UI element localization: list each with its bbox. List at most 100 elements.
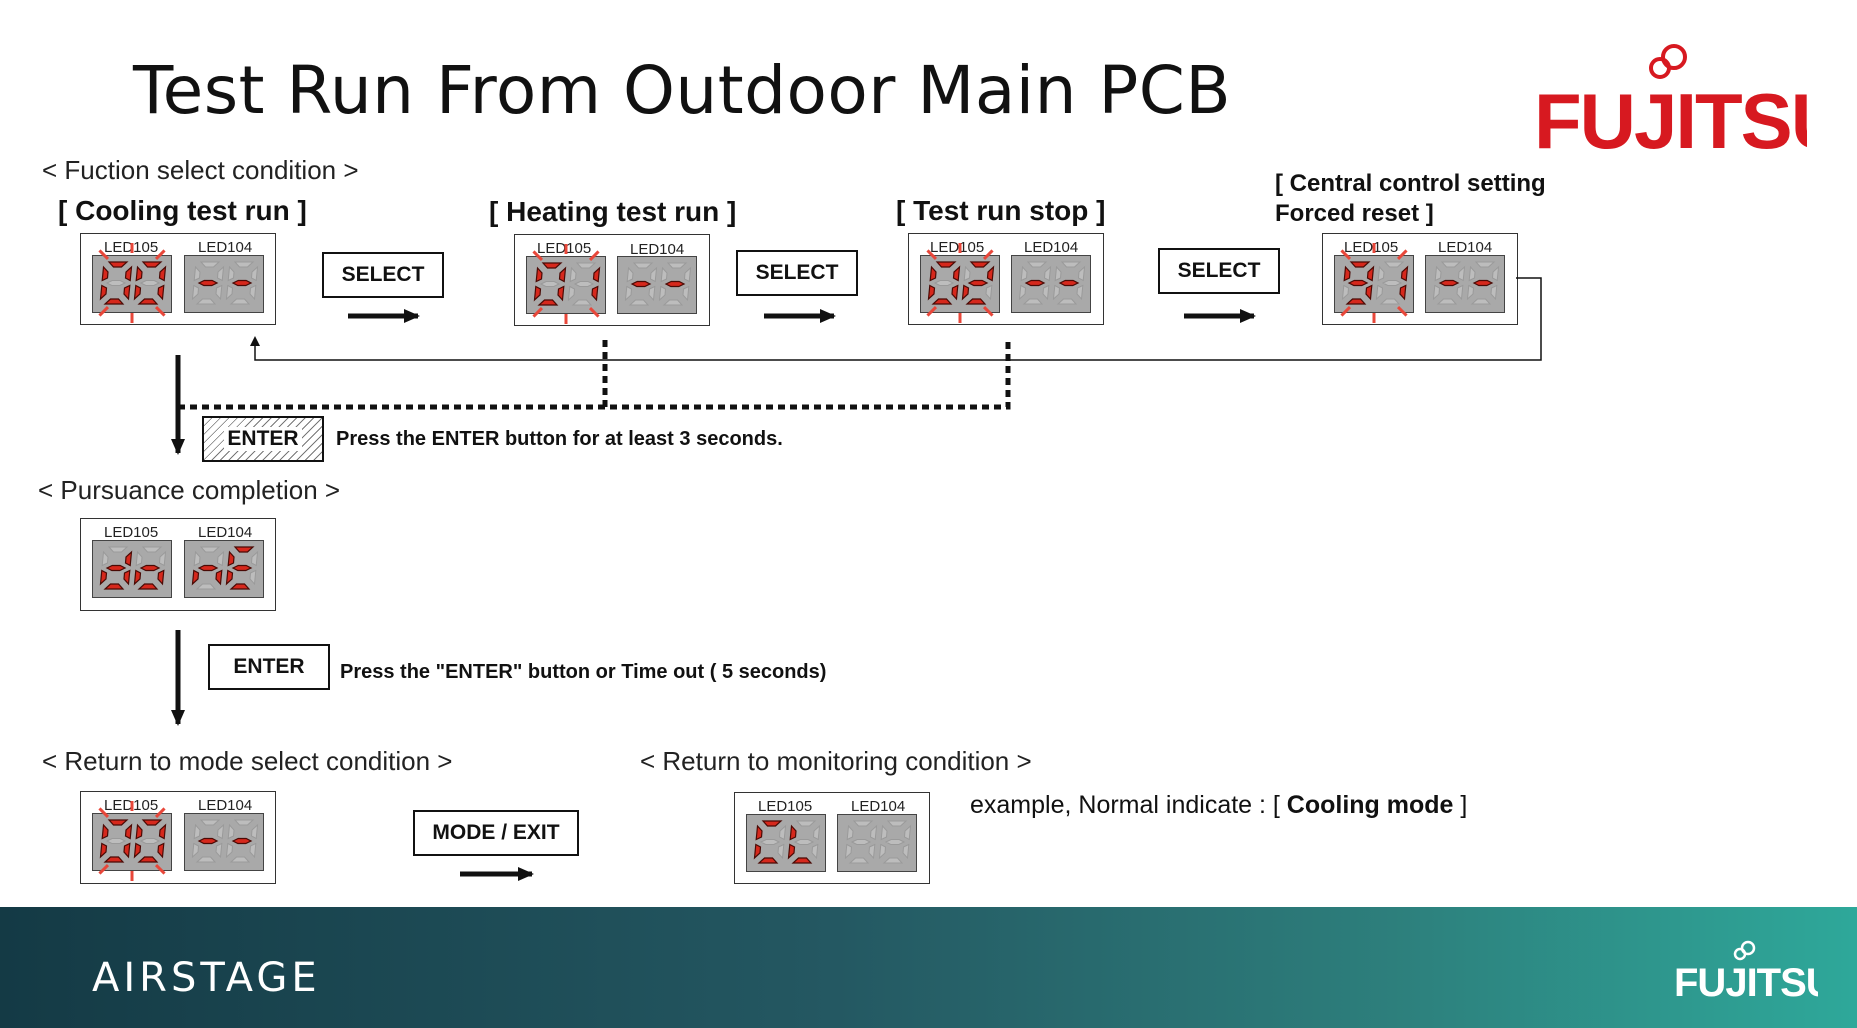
led-segment-off	[1056, 298, 1078, 305]
led104-label: LED104	[1024, 239, 1079, 256]
led-segment-on	[133, 284, 142, 301]
led104-label: LED104	[198, 797, 253, 814]
led-segment-off	[139, 280, 161, 286]
dotted-connector	[602, 340, 1011, 410]
led-segment-off	[1468, 265, 1476, 282]
led-segment-off	[250, 823, 259, 840]
led-segment-off	[249, 284, 257, 301]
led-segment-off	[233, 261, 255, 268]
led105-label: LED105	[930, 239, 985, 256]
led-segment-off	[848, 857, 870, 864]
select-button[interactable]: SELECT	[736, 250, 858, 296]
led-segment-off	[1052, 284, 1061, 301]
led-segment-off	[759, 839, 781, 845]
blink-ray	[1340, 249, 1352, 261]
led-segment-off	[569, 266, 577, 283]
enter-hold-note: Press the ENTER button for at least 3 se…	[336, 428, 783, 450]
led-segment-off	[139, 838, 161, 844]
led-segment-off	[649, 266, 658, 283]
led-segment-on	[229, 583, 251, 590]
select-button[interactable]: SELECT	[1158, 248, 1280, 294]
led-segment-off	[215, 842, 223, 859]
led-segment-off	[884, 839, 906, 845]
led-segment-off	[880, 824, 888, 841]
led-segment-on	[135, 265, 143, 282]
select-button[interactable]: SELECT	[322, 252, 444, 298]
led-segment-on	[139, 564, 161, 572]
led-segment-off	[107, 546, 129, 553]
enter-hold-button[interactable]: ENTER	[202, 416, 324, 462]
led104-label: LED104	[198, 524, 253, 541]
example-prefix: example, Normal indicate : [	[970, 791, 1287, 819]
led-segment-on	[541, 262, 563, 269]
led105-label: LED105	[537, 240, 592, 257]
led-segment-on	[137, 298, 159, 305]
test-run-stop-label: [ Test run stop ]	[896, 195, 1106, 226]
central-control-label: [ Central control setting Forced reset ]	[1275, 169, 1546, 229]
led-segment-off	[985, 284, 993, 301]
mode-exit-button[interactable]: MODE / EXIT	[413, 810, 579, 856]
led-segment-on	[157, 842, 165, 859]
led-segment-off	[249, 842, 257, 859]
led-segment-on	[231, 837, 253, 845]
blink-ray	[154, 249, 166, 261]
led-segment-on	[789, 824, 797, 841]
led-segment-off	[215, 284, 223, 301]
led-segment-off	[902, 843, 910, 860]
led-segment-off	[812, 824, 821, 841]
led-segment-off	[1022, 298, 1044, 305]
led104-label: LED104	[1438, 239, 1493, 256]
led-segment-on	[535, 266, 543, 283]
led-segment-on	[141, 261, 163, 268]
led-segment-on	[935, 261, 957, 268]
led-segment-off	[1076, 284, 1084, 301]
led-segment-on	[1349, 261, 1371, 268]
led-segment-off	[225, 842, 234, 859]
led-segment-off	[963, 265, 971, 282]
led-segment-on	[1399, 284, 1407, 301]
led-segment-off	[199, 546, 221, 553]
led-segment-off	[1470, 298, 1492, 305]
led-segment-on	[124, 265, 133, 282]
led-segment-on	[124, 823, 133, 840]
blink-ray	[532, 306, 544, 318]
led-segment-on	[664, 280, 686, 288]
led-segment-off	[852, 820, 874, 827]
led-segment-off	[683, 266, 692, 283]
led-segment-off	[1491, 265, 1500, 282]
led105-label: LED105	[1344, 239, 1399, 256]
fujitsu-logo: FUJITSU	[1532, 35, 1847, 175]
led-segment-on	[107, 819, 129, 826]
led-segment-off	[868, 843, 876, 860]
loop-back-line	[250, 277, 1542, 361]
led-segment-on	[123, 569, 131, 586]
led-segment-off	[878, 843, 887, 860]
led-segment-on	[99, 842, 108, 859]
blink-ray	[1396, 249, 1408, 261]
enter-button[interactable]: ENTER	[208, 644, 330, 690]
led-segment-off	[1466, 284, 1475, 301]
svg-text:FUJITSU: FUJITSU	[1534, 77, 1807, 165]
led-segment-on	[557, 285, 565, 302]
led-segment-on	[133, 842, 142, 859]
led-segment-on	[967, 279, 989, 287]
led-segment-off	[1457, 265, 1466, 282]
led-segment-off	[229, 298, 251, 305]
led-segment-on	[537, 299, 559, 306]
led-segment-off	[1474, 261, 1496, 268]
led-segment-off	[101, 550, 109, 567]
central-control-line2: Forced reset ]	[1275, 200, 1434, 227]
led-segment-off	[195, 298, 217, 305]
led-segment-off	[1018, 284, 1027, 301]
led-segment-on	[630, 280, 652, 288]
blink-ray	[926, 305, 938, 317]
led-segment-off	[777, 843, 785, 860]
led-segment-off	[626, 266, 634, 283]
led-segment-on	[1438, 279, 1460, 287]
led-segment-on	[1345, 298, 1367, 305]
led-segment-off	[933, 280, 955, 286]
led-segment-off	[846, 824, 854, 841]
led-segment-on	[757, 857, 779, 864]
fujitsu-footer-logo: FUJITSU	[1668, 938, 1835, 1008]
led-segment-on	[133, 569, 142, 586]
